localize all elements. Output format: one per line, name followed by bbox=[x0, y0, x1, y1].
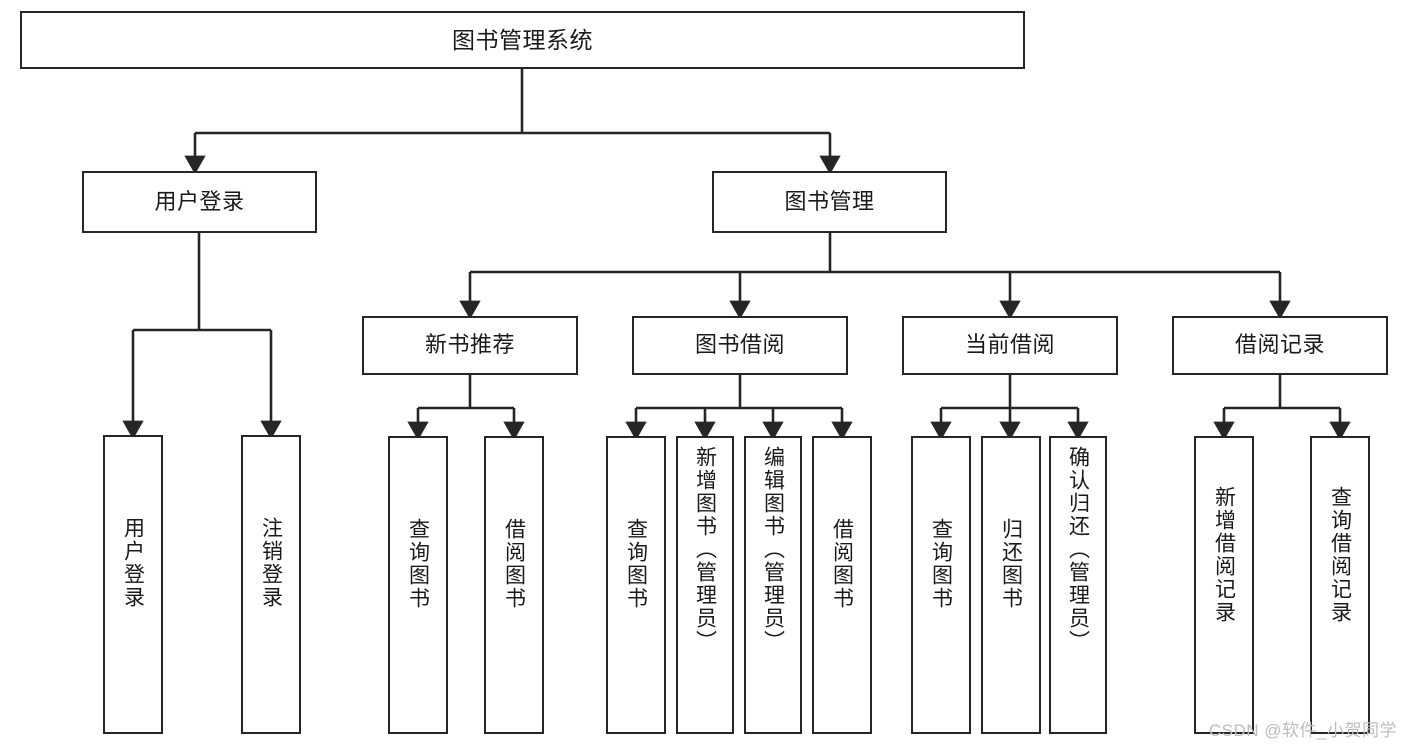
node-leaf-label: 归还图书 bbox=[999, 518, 1023, 610]
node-new-book-recommendation[interactable]: 新书推荐 bbox=[362, 316, 578, 375]
node-leaf-label: 确认归还（管理员） bbox=[1066, 446, 1090, 653]
node-leaf-label: 查询借阅记录 bbox=[1328, 486, 1352, 624]
node-leaf-label: 新增借阅记录 bbox=[1212, 486, 1236, 624]
node-leaf-label: 编辑图书（管理员） bbox=[761, 446, 785, 653]
node-leaf-label: 借阅图书 bbox=[830, 518, 854, 610]
node-leaf-user-login-login[interactable]: 用户登录 bbox=[103, 435, 163, 734]
node-leaf-label: 新增图书（管理员） bbox=[693, 446, 717, 653]
node-leaf-book-borrow-edit-book-admin[interactable]: 编辑图书（管理员） bbox=[744, 436, 802, 734]
node-leaf-current-borrow-return-book[interactable]: 归还图书 bbox=[981, 436, 1041, 734]
node-leaf-current-borrow-confirm-return-admin[interactable]: 确认归还（管理员） bbox=[1049, 436, 1107, 734]
node-borrowing-records[interactable]: 借阅记录 bbox=[1172, 316, 1388, 375]
node-book-borrowing[interactable]: 图书借阅 bbox=[632, 316, 848, 375]
csdn-watermark: CSDN @软件_小贺同学 bbox=[1208, 721, 1397, 740]
node-leaf-label: 查询图书 bbox=[624, 518, 648, 610]
node-leaf-records-query-record[interactable]: 查询借阅记录 bbox=[1310, 436, 1370, 734]
node-leaf-label: 借阅图书 bbox=[502, 518, 526, 610]
node-leaf-label: 查询图书 bbox=[929, 518, 953, 610]
node-leaf-book-borrow-borrow-book[interactable]: 借阅图书 bbox=[812, 436, 872, 734]
node-borrowing-records-label: 借阅记录 bbox=[1234, 332, 1325, 358]
node-leaf-records-add-record[interactable]: 新增借阅记录 bbox=[1194, 436, 1254, 734]
node-leaf-book-borrow-query-book[interactable]: 查询图书 bbox=[606, 436, 666, 734]
node-root-book-management-system[interactable]: 图书管理系统 bbox=[20, 11, 1025, 69]
node-current-borrowing-label: 当前借阅 bbox=[964, 332, 1055, 358]
node-book-management-label: 图书管理 bbox=[784, 188, 875, 214]
node-root-label: 图书管理系统 bbox=[452, 26, 593, 53]
node-book-borrowing-label: 图书借阅 bbox=[694, 332, 785, 358]
node-leaf-label: 用户登录 bbox=[121, 517, 145, 609]
node-user-login[interactable]: 用户登录 bbox=[82, 171, 317, 233]
node-leaf-label: 查询图书 bbox=[406, 518, 430, 610]
node-leaf-new-books-borrow-book[interactable]: 借阅图书 bbox=[484, 436, 544, 734]
node-book-management[interactable]: 图书管理 bbox=[712, 171, 947, 233]
node-user-login-label: 用户登录 bbox=[154, 188, 245, 214]
node-leaf-current-borrow-query-book[interactable]: 查询图书 bbox=[911, 436, 971, 734]
node-current-borrowing[interactable]: 当前借阅 bbox=[902, 316, 1118, 375]
node-leaf-book-borrow-add-book-admin[interactable]: 新增图书（管理员） bbox=[676, 436, 734, 734]
node-leaf-new-books-query-book[interactable]: 查询图书 bbox=[388, 436, 448, 734]
node-new-book-recommendation-label: 新书推荐 bbox=[424, 332, 515, 358]
node-leaf-label: 注销登录 bbox=[259, 517, 283, 609]
node-leaf-user-login-logout[interactable]: 注销登录 bbox=[241, 435, 301, 734]
